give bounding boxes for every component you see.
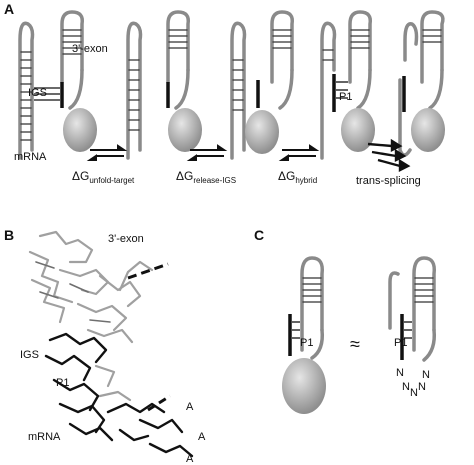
dg-unfold-target: ΔGunfold-target xyxy=(72,169,135,185)
ribosome-blob-icon xyxy=(63,108,97,152)
p1-label-b: P1 xyxy=(56,377,69,389)
panel-c-label: C xyxy=(254,227,264,243)
p1-pairs-c-right xyxy=(404,321,412,339)
panel-a-label: A xyxy=(4,1,14,17)
dashed-extension-top xyxy=(127,262,169,280)
dg-release-igs: ΔGrelease-IGS xyxy=(176,169,236,185)
n-spacer: N N N N N xyxy=(396,367,430,399)
dashed-extension-bottom xyxy=(147,394,171,412)
nucleotide-n-5: N xyxy=(422,369,430,381)
igs-label-a: IGS xyxy=(28,87,47,99)
p1-label-c-left: P1 xyxy=(300,337,313,349)
nucleotide-n-1: N xyxy=(396,367,404,379)
approx-sign: ≈ xyxy=(350,334,360,354)
ribosome-blob-icon xyxy=(168,108,202,152)
igs-label-b: IGS xyxy=(20,349,39,361)
p1-label-a: P1 xyxy=(339,91,352,103)
equilibrium-arrow-icon xyxy=(278,144,320,161)
ribosome-blob-icon xyxy=(341,108,375,152)
nucleotide-a-1: A xyxy=(186,401,194,413)
equilibrium-arrow-icon xyxy=(86,144,128,161)
p1-label-c-right: P1 xyxy=(394,337,407,349)
mrna-label-b: mRNA xyxy=(28,431,61,443)
nucleotide-n-4: N xyxy=(418,381,426,393)
ribozyme-with-spacer xyxy=(388,256,437,362)
state-3 xyxy=(230,10,295,160)
ribozyme-with-target xyxy=(300,256,325,360)
structure-model xyxy=(28,230,194,458)
three-exon-label-b: 3'-exon xyxy=(108,233,144,245)
nucleotide-a-3: A xyxy=(186,453,194,465)
ribosome-blob-icon xyxy=(245,110,279,154)
three-exon-label-a: 3'-exon xyxy=(72,43,108,55)
p1-pairs-c-left xyxy=(292,321,300,339)
ribosome-blob-icon xyxy=(282,358,326,414)
mrna-hairpin xyxy=(18,21,35,160)
forward-arrow-icon xyxy=(367,138,411,172)
nucleotide-a-2: A xyxy=(198,431,206,443)
nucleotide-n-2: N xyxy=(402,381,410,393)
nucleotide-n-3: N xyxy=(410,387,418,399)
igs-pairs-1 xyxy=(34,87,60,101)
panel-b-label: B xyxy=(4,227,14,243)
state-4 xyxy=(320,10,373,160)
state-2 xyxy=(126,10,191,160)
equilibrium-arrow-icon xyxy=(186,144,228,161)
ribozyme-1 xyxy=(60,10,85,110)
mrna-label-a: mRNA xyxy=(14,151,47,163)
dg-hybrid: ΔGhybrid xyxy=(278,169,317,185)
trans-splicing-label: trans-splicing xyxy=(356,175,421,187)
p1-pairs-a xyxy=(336,81,348,99)
ribosome-blob-icon xyxy=(411,108,445,152)
